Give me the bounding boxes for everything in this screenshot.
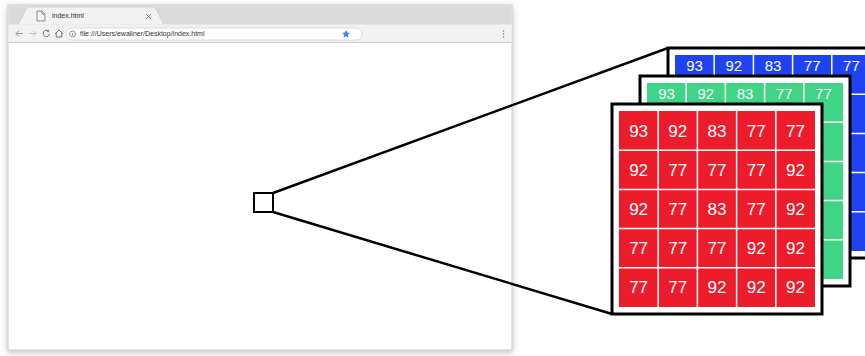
pixel-value: 77: [668, 279, 687, 296]
pixel-value: 77: [668, 201, 687, 218]
pixel-value: 92: [786, 240, 805, 257]
tab-strip: [9, 6, 512, 26]
pixel-value: 83: [765, 57, 782, 72]
pixel-value: 92: [747, 279, 766, 296]
menu-dot: [503, 30, 505, 32]
pixel-value: 83: [708, 122, 727, 139]
reload-icon: [43, 30, 49, 36]
pixel-value: 77: [776, 85, 793, 100]
menu-dot: [503, 33, 505, 35]
pixel-value: 92: [786, 161, 805, 178]
address-field: [66, 28, 362, 40]
menu-dot: [503, 36, 505, 38]
address-bar: file:///Users/ewallner/Desktop/index.htm…: [80, 28, 330, 40]
tab-shape: [18, 7, 164, 25]
pixel-value: 93: [686, 57, 703, 72]
url-text: file:///Users/ewallner/Desktop/index.htm…: [80, 28, 330, 40]
home-icon: [55, 30, 63, 37]
pixel-value: 92: [786, 279, 805, 296]
pixel-value: 77: [843, 57, 860, 72]
pixel-value: 77: [629, 240, 648, 257]
back-icon: [16, 31, 23, 37]
pixel-value: 92: [697, 85, 714, 100]
info-icon: [70, 31, 76, 37]
pixel-value: 92: [708, 279, 727, 296]
red-channel-frame: [612, 104, 822, 314]
red-channel-grid: [619, 111, 815, 307]
pixel-value: 83: [737, 85, 754, 100]
pixel-value: 92: [725, 57, 742, 72]
pixel-value: 92: [629, 201, 648, 218]
pixel-value: 92: [786, 201, 805, 218]
pixel-value: 77: [815, 85, 832, 100]
pixel-value: 77: [668, 240, 687, 257]
browser-tab: index.html: [52, 9, 140, 23]
zoom-square: [254, 193, 273, 212]
tab-title: index.html: [52, 9, 140, 23]
zoom-line: [273, 48, 668, 193]
pixel-value: 92: [747, 240, 766, 257]
pixel-value: 77: [786, 122, 805, 139]
reload-arrow: [47, 30, 49, 32]
pixel-value: 77: [747, 122, 766, 139]
pixel-value: 77: [629, 279, 648, 296]
toolbar: [9, 25, 512, 43]
page-icon: [37, 11, 45, 21]
bookmark-star: [342, 30, 350, 38]
info-icon-stem: [72, 33, 73, 35]
forward-icon: [29, 31, 36, 37]
pixel-value: 93: [629, 122, 648, 139]
pixel-value: 77: [708, 240, 727, 257]
grid-lines: [619, 111, 815, 307]
toolbar-divider: [9, 42, 512, 43]
pixel-value: 77: [668, 161, 687, 178]
pixel-value: 77: [747, 201, 766, 218]
pixel-value: 77: [804, 57, 821, 72]
pixel-value: 83: [708, 201, 727, 218]
pixel-value: 77: [708, 161, 727, 178]
pixel-value: 77: [747, 161, 766, 178]
pixel-value: 92: [629, 161, 648, 178]
pixel-value: 92: [668, 122, 687, 139]
close-icon: [146, 14, 151, 19]
pixel-value: 93: [658, 85, 675, 100]
zoom-line: [273, 212, 612, 314]
browser-window: [8, 5, 512, 350]
